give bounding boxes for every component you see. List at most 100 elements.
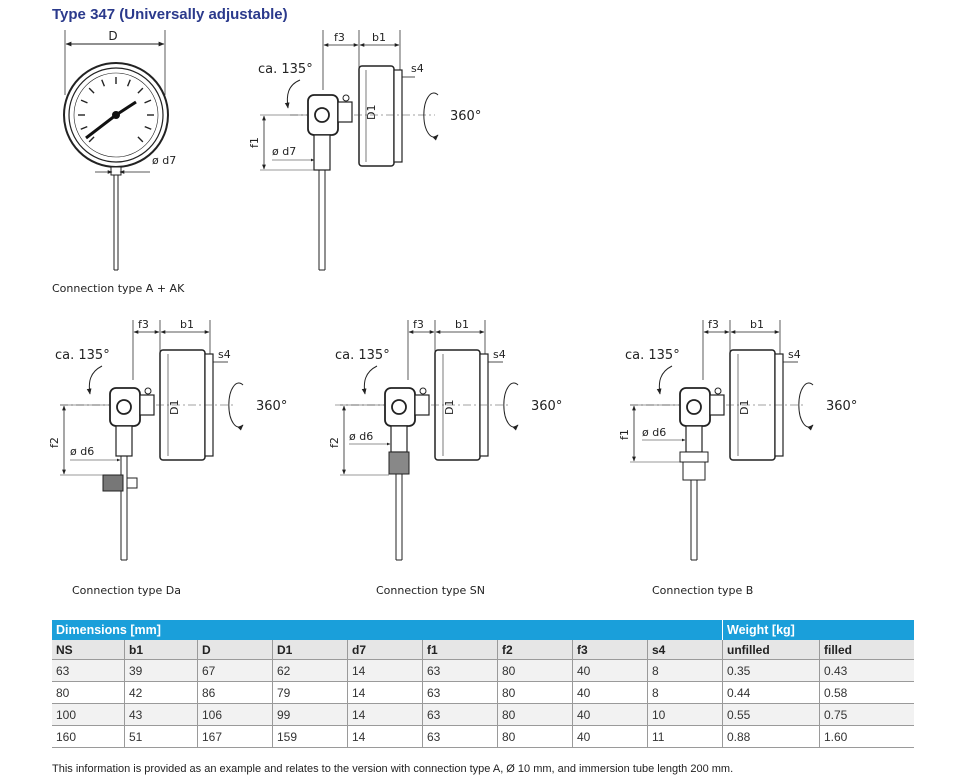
page-title: Type 347 (Universally adjustable)	[52, 6, 288, 23]
table-cell: 79	[272, 681, 348, 704]
footnote: This information is provided as an examp…	[52, 763, 734, 775]
table-cell: 0.44	[722, 681, 820, 704]
col-header-filled: filled	[819, 640, 914, 660]
view-da-label-f3: f3	[138, 318, 149, 331]
table-column-header-row: NS b1 D D1 d7 f1 f2 f3 s4 unfilled fille…	[52, 640, 914, 660]
view-a-label-f: f1	[248, 137, 261, 148]
side-view-A: f3 b1 D1 s4 360° ca. 135° f1 ø d7	[248, 30, 481, 271]
side-view-Da: f3 b1 D1 s4 360° ca. 135° f2 ø d6	[48, 318, 287, 561]
view-b-label-f3: f3	[708, 318, 719, 331]
table-cell: 0.88	[722, 725, 820, 748]
table-cell: 40	[572, 659, 648, 682]
table-cell: 86	[197, 681, 273, 704]
table-cell: 63	[52, 659, 125, 682]
table-cell: 14	[347, 725, 423, 748]
table-cell: 42	[124, 681, 198, 704]
table-cell: 8	[647, 659, 723, 682]
col-header-f3: f3	[572, 640, 648, 660]
table-cell: 167	[197, 725, 273, 748]
table-row: 160 51 167 159 14 63 80 40 11 0.88 1.60	[52, 725, 914, 748]
table-cell: 43	[124, 703, 198, 726]
table-cell: 63	[422, 725, 498, 748]
view-da-label-f: f2	[48, 437, 61, 448]
side-view-B: f3 b1 D1 s4 360° ca. 135° f1 ø d6	[618, 318, 857, 561]
table-cell: 14	[347, 659, 423, 682]
view-a-label-f3: f3	[334, 31, 345, 44]
table-cell: 40	[572, 725, 648, 748]
col-header-f2: f2	[497, 640, 573, 660]
caption-view-b: Connection type B	[652, 584, 753, 597]
view-a-label-d: ø d7	[272, 145, 296, 158]
table-cell: 39	[124, 659, 198, 682]
view-sn-label-b1: b1	[455, 318, 469, 331]
view-da-label-360: 360°	[256, 399, 287, 414]
front-label-D: D	[108, 29, 117, 43]
table-cell: 14	[347, 703, 423, 726]
col-header-b1: b1	[124, 640, 198, 660]
table-cell: 0.35	[722, 659, 820, 682]
table-cell: 40	[572, 681, 648, 704]
table-row: 80 42 86 79 14 63 80 40 8 0.44 0.58	[52, 681, 914, 704]
table-cell: 80	[497, 703, 573, 726]
view-da-label-s4: s4	[218, 348, 231, 361]
table-cell: 11	[647, 725, 723, 748]
view-da-label-d: ø d6	[70, 445, 94, 458]
table-cell: 63	[422, 703, 498, 726]
view-a-label-D1: D1	[365, 105, 378, 120]
table-cell: 67	[197, 659, 273, 682]
view-da-label-b1: b1	[180, 318, 194, 331]
view-da-label-angle: ca. 135°	[55, 348, 110, 363]
table-cell: 0.75	[819, 703, 914, 726]
view-sn-label-angle: ca. 135°	[335, 348, 390, 363]
view-sn-label-f3: f3	[413, 318, 424, 331]
table-cell: 10	[647, 703, 723, 726]
col-header-d7: d7	[347, 640, 423, 660]
table-cell: 106	[197, 703, 273, 726]
table-cell: 14	[347, 681, 423, 704]
table-cell: 0.55	[722, 703, 820, 726]
view-b-label-360: 360°	[826, 399, 857, 414]
view-a-label-angle: ca. 135°	[258, 62, 313, 77]
table-cell: 0.58	[819, 681, 914, 704]
col-header-s4: s4	[647, 640, 723, 660]
view-b-label-f: f1	[618, 429, 631, 440]
table-group-header-row: Dimensions [mm] Weight [kg]	[52, 620, 914, 640]
table-row: 100 43 106 99 14 63 80 40 10 0.55 0.75	[52, 703, 914, 726]
view-sn-label-D1: D1	[443, 400, 456, 415]
caption-front-view: Connection type A + AK	[52, 282, 185, 295]
view-a-label-s4: s4	[411, 62, 424, 75]
col-header-ns: NS	[52, 640, 125, 660]
table-cell: 80	[497, 725, 573, 748]
table-cell: 80	[497, 681, 573, 704]
table-cell: 8	[647, 681, 723, 704]
table-cell: 51	[124, 725, 198, 748]
col-header-unfilled: unfilled	[722, 640, 820, 660]
table-cell: 159	[272, 725, 348, 748]
table-cell: 80	[52, 681, 125, 704]
caption-view-da: Connection type Da	[72, 584, 181, 597]
front-view-drawing: D ø d7	[63, 29, 176, 271]
col-header-D1: D1	[272, 640, 348, 660]
view-b-label-D1: D1	[738, 400, 751, 415]
view-a-label-360: 360°	[450, 109, 481, 124]
table-cell: 63	[422, 659, 498, 682]
table-cell: 80	[497, 659, 573, 682]
view-b-label-d: ø d6	[642, 426, 666, 439]
table-cell: 62	[272, 659, 348, 682]
view-sn-label-s4: s4	[493, 348, 506, 361]
side-view-SN: f3 b1 D1 s4 360° ca. 135° f2 ø d6	[328, 318, 562, 561]
group-header-dimensions: Dimensions [mm]	[52, 620, 723, 640]
table-row: 63 39 67 62 14 63 80 40 8 0.35 0.43	[52, 659, 914, 682]
table-cell: 100	[52, 703, 125, 726]
col-header-f1: f1	[422, 640, 498, 660]
table-cell: 1.60	[819, 725, 914, 748]
table-cell: 160	[52, 725, 125, 748]
view-sn-label-f: f2	[328, 437, 341, 448]
col-header-D: D	[197, 640, 273, 660]
view-sn-label-360: 360°	[531, 399, 562, 414]
view-a-label-b1: b1	[372, 31, 386, 44]
technical-drawings: D ø d7 Connecti	[48, 29, 857, 597]
table-cell: 40	[572, 703, 648, 726]
caption-view-sn: Connection type SN	[376, 584, 485, 597]
group-header-weight: Weight [kg]	[722, 620, 914, 640]
